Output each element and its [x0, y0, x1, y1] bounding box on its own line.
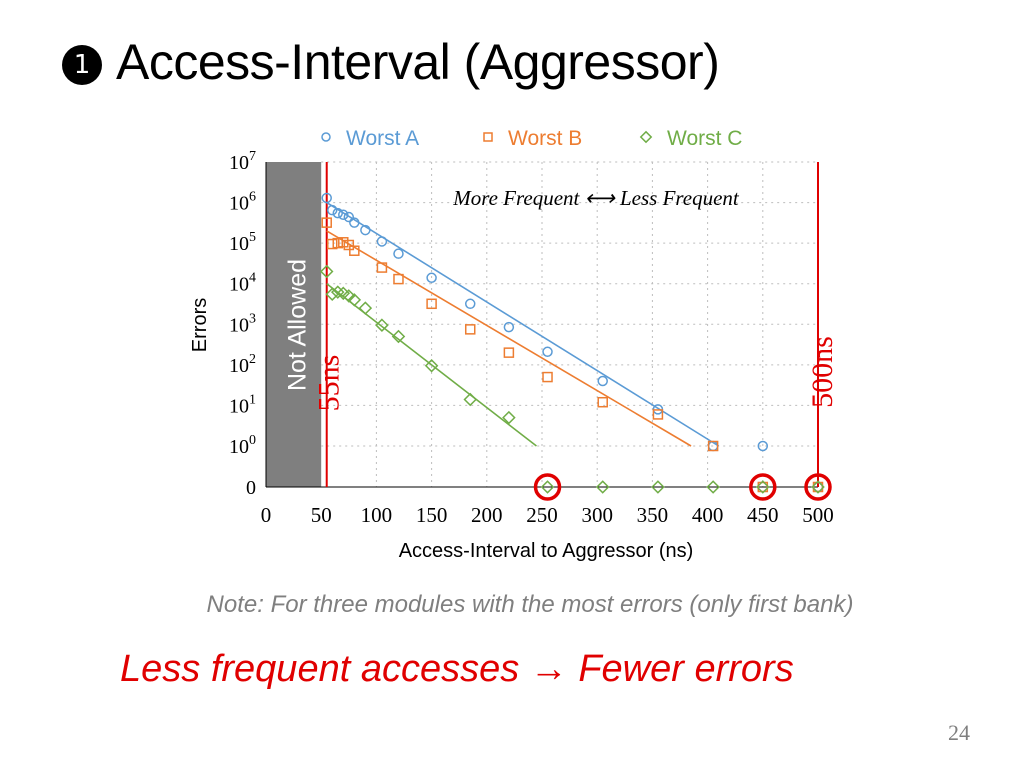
data-point-series-3 [375, 318, 389, 332]
data-point-series-1 [542, 346, 553, 358]
data-point-series-2 [349, 245, 360, 256]
fit-line-2 [326, 230, 692, 447]
legend-label-2: Worst B [508, 127, 582, 150]
x-tick-label: 250 [526, 503, 558, 527]
data-point-series-2 [332, 237, 344, 249]
data-point-series-3 [540, 480, 555, 494]
data-point-series-2 [707, 440, 719, 452]
y-tick-label: 101 [229, 392, 256, 417]
y-tick-label: 105 [229, 230, 256, 255]
x-axis-title: Access-Interval to Aggressor (ns) [399, 540, 694, 562]
x-tick-label: 100 [361, 503, 393, 527]
data-point-series-1 [332, 207, 344, 219]
y-tick-label: 102 [229, 352, 256, 377]
y-tick-label: 107 [229, 149, 256, 174]
data-point-series-2 [393, 273, 404, 285]
chart-note: Note: For three modules with the most er… [206, 591, 854, 618]
data-point-series-1 [376, 236, 388, 247]
x-tick-label: 450 [747, 503, 779, 527]
x-tick-label: 500 [802, 503, 834, 527]
data-point-series-3 [325, 287, 340, 302]
y-tick-label: 100 [229, 433, 256, 458]
data-point-series-3 [651, 480, 665, 494]
data-point-series-2 [652, 409, 664, 420]
y-tick-label: 106 [229, 190, 256, 215]
data-point-series-1 [343, 211, 355, 223]
x-tick-label: 0 [261, 503, 272, 527]
data-point-series-2 [542, 371, 553, 383]
data-point-series-3 [706, 480, 720, 494]
data-point-series-2 [812, 481, 824, 493]
data-point-series-1 [757, 440, 769, 452]
legend-label-3: Worst C [667, 127, 742, 150]
y-tick-label: 104 [229, 271, 256, 296]
x-tick-label: 350 [637, 503, 669, 527]
data-point-series-2 [326, 238, 338, 250]
data-point-series-1 [326, 204, 338, 216]
legend-marker-1 [321, 132, 331, 142]
not-allowed-label: Not Allowed [284, 259, 312, 391]
data-point-series-2 [343, 239, 355, 251]
data-point-series-2 [321, 217, 332, 228]
data-point-series-3 [595, 480, 610, 494]
x-tick-label: 300 [581, 503, 613, 527]
data-point-series-2 [464, 324, 476, 335]
page-number: 24 [948, 720, 970, 745]
data-point-series-3 [502, 410, 516, 425]
data-point-series-1 [393, 248, 404, 259]
y-tick-label: 0 [246, 477, 256, 499]
y-axis-title: Errors [189, 298, 211, 352]
data-point-series-1 [338, 209, 349, 221]
data-point-series-1 [464, 298, 476, 310]
takeaway-text: Less frequent accesses → Fewer errors [120, 648, 794, 690]
highlight-circle [533, 473, 562, 501]
data-point-series-3 [756, 480, 770, 494]
data-point-series-1 [426, 272, 437, 284]
x-tick-label: 200 [471, 503, 503, 527]
data-point-series-1 [349, 217, 360, 228]
data-point-series-2 [597, 396, 608, 408]
highlight-circle [804, 473, 832, 501]
slide-title: 1 Access-Interval (Aggressor) [62, 24, 720, 100]
data-point-series-3 [424, 359, 439, 373]
data-point-series-3 [347, 293, 362, 307]
data-point-series-1 [360, 224, 371, 236]
data-point-series-2 [503, 347, 515, 358]
data-point-series-3 [342, 289, 356, 303]
data-point-series-2 [376, 262, 388, 273]
data-point-series-3 [358, 301, 373, 315]
data-point-series-3 [391, 329, 406, 344]
data-point-series-2 [426, 298, 437, 310]
fit-line-1 [326, 201, 720, 447]
x-tick-label: 50 [311, 503, 332, 527]
highlight-circle [749, 473, 777, 501]
y-tick-label: 103 [229, 311, 256, 336]
data-point-series-2 [757, 481, 769, 493]
number-badge: 1 [62, 45, 102, 85]
data-point-series-1 [597, 375, 608, 387]
annotation-text: More Frequent ⟷ Less Frequent [452, 186, 740, 210]
data-point-series-2 [338, 237, 349, 248]
data-point-series-3 [319, 264, 334, 279]
x-tick-label: 150 [416, 503, 448, 527]
not-allowed-region [266, 162, 322, 487]
legend-label-1: Worst A [346, 127, 419, 150]
data-point-series-1 [321, 192, 332, 204]
vertical-line-label-55: 55ns [313, 355, 346, 412]
data-point-series-3 [811, 480, 825, 494]
data-point-series-1 [503, 321, 515, 333]
x-tick-label: 400 [692, 503, 724, 527]
legend-marker-2 [483, 132, 493, 142]
data-point-series-3 [463, 392, 478, 407]
title-text: Access-Interval (Aggressor) [116, 34, 720, 90]
vertical-line-label-500: 500ns [806, 336, 839, 408]
legend-marker-3 [639, 130, 653, 144]
